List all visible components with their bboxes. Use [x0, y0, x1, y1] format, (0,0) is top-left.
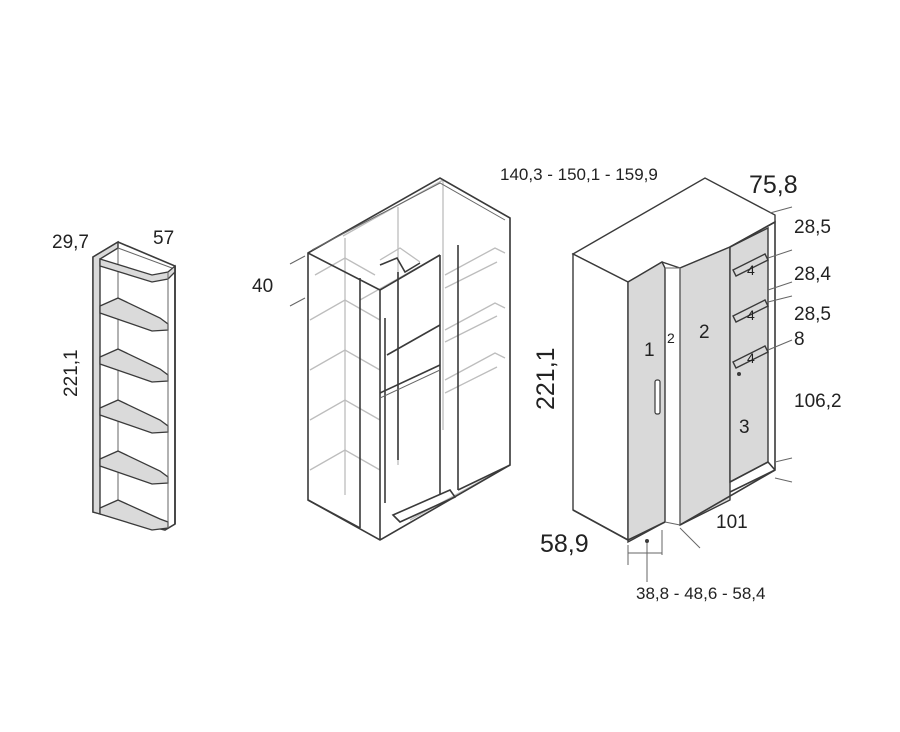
- hanger-3-label: 4: [747, 350, 755, 366]
- door-1-handle[interactable]: [654, 379, 661, 415]
- hanger-2-label: 4: [747, 307, 755, 323]
- hanger-hook: [379, 256, 421, 274]
- lower-height-label: 106,2: [794, 391, 842, 412]
- ghost-right-shelf-2: [444, 302, 506, 331]
- dim-inner-width-tick: [679, 527, 701, 549]
- ghost-right-rail-3: [444, 366, 498, 394]
- open-wardrobe-bottom-right: [457, 464, 511, 491]
- shelf-gap-4-label: 8: [794, 329, 805, 350]
- part-2-label: 2: [699, 322, 710, 343]
- door-width-options-label: 38,8 - 48,6 - 58,4: [636, 584, 765, 603]
- front-depth-label: 58,9: [540, 530, 589, 558]
- shelf-gap-3-label: 28,5: [794, 304, 831, 325]
- ghost-shelf-d: [309, 449, 381, 471]
- corner-height-label: 221,1: [61, 349, 82, 397]
- ghost-right-rail-1: [444, 261, 498, 289]
- rail-main-shadow: [379, 369, 441, 399]
- corner-shelf-bottom: [99, 499, 169, 531]
- corner-shelf-1: [99, 258, 176, 283]
- height-label: 221,1: [532, 347, 560, 410]
- open-wardrobe-outline: [307, 177, 511, 541]
- dim-gap-2-tick: [767, 281, 793, 291]
- dim-gap-1-tick: [767, 249, 793, 259]
- rail-marker: [737, 372, 741, 376]
- ghost-right-shelf-3: [444, 352, 506, 381]
- dim-gap-4-tick: [767, 339, 793, 351]
- open-wardrobe-bottom-left: [307, 499, 361, 529]
- wardrobe-base-left: [627, 521, 666, 541]
- plinth: [391, 489, 457, 523]
- corner-shelf-unit: [92, 240, 176, 531]
- corner-shelf-5: [99, 450, 169, 485]
- corner-width-label: 57: [153, 228, 174, 249]
- depth-label: 75,8: [749, 171, 798, 199]
- ghost-hanger: [379, 247, 421, 263]
- door-2: [679, 245, 731, 527]
- dim-gap-3-tick: [767, 295, 793, 303]
- open-wardrobe: [289, 177, 511, 541]
- dim-door-point: [645, 539, 649, 543]
- corner-unit-outline: [92, 241, 176, 531]
- corner-unit-top-edge: [117, 247, 173, 269]
- corner-shelf-2: [99, 297, 169, 332]
- corner-depth-label: 29,7: [52, 232, 89, 253]
- ghost-shelf-top: [314, 257, 376, 276]
- part-3-label: 3: [739, 417, 750, 438]
- rail-1: [732, 253, 769, 277]
- dim-40-tick-top: [289, 255, 306, 265]
- dim-lower-tick: [774, 457, 793, 463]
- corner-shelf-4: [99, 399, 169, 434]
- ghost-right-rail-2: [444, 315, 498, 343]
- compartment-3-floor: [729, 460, 776, 483]
- shelf-gap-2-label: 28,4: [794, 264, 831, 285]
- open-wardrobe-top-front: [379, 254, 441, 291]
- part-1-label: 1: [644, 340, 655, 361]
- dim-lower-tick-2: [774, 477, 793, 483]
- ghost-shelf-b: [309, 349, 381, 371]
- door-gap: [664, 267, 681, 526]
- ghost-back-frame: [342, 179, 511, 521]
- ghost-shelf-c: [309, 399, 381, 421]
- open-wardrobe-top-inner: [311, 182, 506, 251]
- dim-depth-tick: [769, 206, 793, 214]
- ghost-shelf-a: [309, 299, 381, 321]
- open-depth-label: 40: [252, 276, 273, 297]
- closed-wardrobe: [571, 177, 793, 582]
- shelf-gap-1-label: 28,5: [794, 217, 831, 238]
- open-wardrobe-front-left: [307, 252, 381, 540]
- ghost-right-shelf-1: [444, 247, 506, 276]
- door-1: [627, 261, 666, 544]
- corner-unit-side-panel: [92, 240, 119, 515]
- rail-main: [379, 364, 441, 394]
- width-options-label: 140,3 - 150,1 - 159,9: [500, 165, 658, 184]
- wardrobe-base-front: [572, 509, 629, 541]
- rail-top: [386, 324, 441, 356]
- rail-3: [732, 345, 769, 369]
- wardrobe-base-right: [679, 469, 776, 526]
- inner-width-label: 101: [716, 512, 748, 533]
- compartment-3-frame: [729, 220, 776, 493]
- corner-shelf-3: [99, 348, 169, 383]
- wardrobe-left-side: [572, 252, 629, 542]
- rail-2: [732, 299, 769, 323]
- dim-40-tick-bottom: [289, 297, 306, 307]
- part-2-small-label: 2: [667, 330, 675, 346]
- hanger-1-label: 4: [747, 262, 755, 278]
